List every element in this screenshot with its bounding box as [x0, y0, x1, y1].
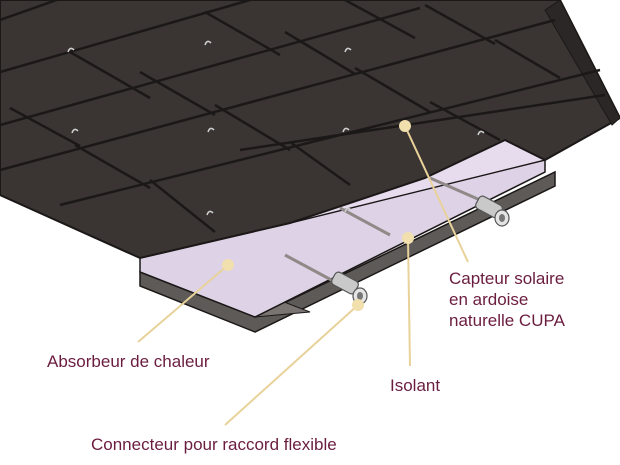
slate-joints [9, 0, 561, 233]
leader-capteur [404, 125, 469, 263]
connector-rear [475, 195, 510, 227]
slate-hooks [67, 40, 485, 216]
dot-capteur [399, 120, 411, 132]
dot-isolant [402, 232, 414, 244]
slate-course-lines [0, 0, 606, 207]
collector-pipe-2 [339, 206, 391, 237]
leader-dots [222, 120, 414, 311]
label-heat-absorber: Absorbeur de chaleur [47, 352, 210, 371]
dot-absorbeur [222, 259, 234, 271]
leader-lines [137, 125, 469, 426]
label-insulation: Isolant [390, 376, 441, 395]
ridge-flashing [544, 0, 620, 126]
leader-absorbeur [137, 264, 229, 343]
collector-pipe-3 [429, 176, 481, 202]
label-solar-collector-line-1: Capteur solaire [449, 269, 565, 288]
leader-isolant [407, 237, 411, 367]
label-solar-collector-line-2: en ardoise [449, 290, 529, 309]
label-solar-collector-line-3: naturelle CUPA [449, 311, 565, 330]
label-flexible-connector: Connecteur pour raccord flexible [91, 435, 337, 454]
dot-connecteur [352, 299, 364, 311]
leader-connecteur [224, 304, 359, 426]
label-solar-collector: Capteur solaire en ardoise naturelle CUP… [449, 268, 565, 331]
